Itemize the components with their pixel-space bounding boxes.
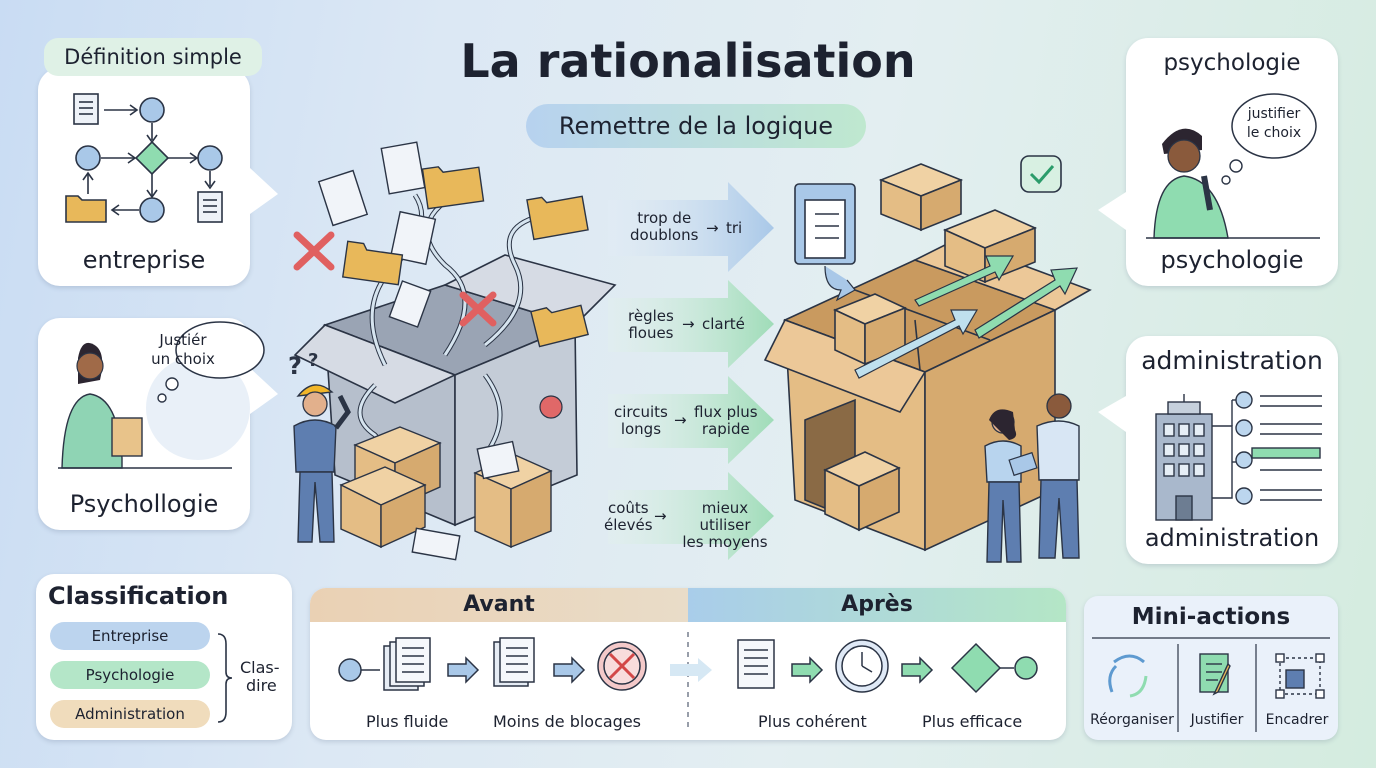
process-flow-diagram xyxy=(65,93,278,223)
definition-card: entreprise xyxy=(38,68,278,286)
svg-text:?: ? xyxy=(288,352,302,380)
thought-bubble xyxy=(175,321,265,379)
document-icon xyxy=(499,637,535,683)
arrow-symbol: → xyxy=(706,219,719,237)
psych-bubble-right-line1: justifier xyxy=(1247,106,1301,122)
team-workers-illustration xyxy=(984,393,1080,563)
transformation-arrows xyxy=(608,182,774,560)
psych-bubble-left-line1: Justiér xyxy=(159,331,207,349)
red-cross-icon xyxy=(293,231,497,327)
psych-bubble-right-line2: le choix xyxy=(1246,125,1302,141)
flying-document-2 xyxy=(380,141,426,195)
fallen-paper-icon xyxy=(411,527,461,561)
man-thinking-illustration xyxy=(1098,93,1320,239)
folder-icon xyxy=(65,195,107,223)
arrow-symbol: → xyxy=(682,315,695,333)
mini-action-justifier: Justifier xyxy=(1190,712,1244,728)
arrow-symbol: → xyxy=(674,411,687,429)
tablet-icon xyxy=(1008,451,1038,477)
timeline-label-1: Plus fluide xyxy=(366,712,449,731)
bracket-label-2: dire xyxy=(246,676,277,695)
class-pill-psychologie: Psychologie xyxy=(50,661,210,689)
classification-title: Classification xyxy=(48,582,229,610)
decision-diamond xyxy=(134,140,170,176)
svg-text:?: ? xyxy=(308,350,318,371)
timeline-label-2: Moins de blocages xyxy=(493,712,642,731)
mini-actions-icons xyxy=(1092,637,1330,732)
definition-label: entreprise xyxy=(82,246,206,274)
psych-bubble-left-line2: un choix xyxy=(151,350,215,368)
psych-card-right: psychologie justifier le choix psycholog… xyxy=(1098,38,1338,286)
justify-icon xyxy=(1199,653,1231,696)
administration-card: administration administration xyxy=(1098,336,1338,564)
psych-label-right: psychologie xyxy=(1160,246,1304,274)
diamond-icon xyxy=(950,642,1002,694)
clipboard-icon xyxy=(111,417,143,457)
node-circle xyxy=(139,97,165,123)
check-badge-icon xyxy=(1020,155,1062,193)
building-hierarchy-illustration xyxy=(1098,391,1322,521)
mini-action-reorganiser: Réorganiser xyxy=(1090,712,1174,728)
flying-folder-1 xyxy=(421,166,485,210)
before-header: Avant xyxy=(310,588,688,622)
chaotic-box-illustration xyxy=(293,141,617,549)
bracket-icon xyxy=(217,633,233,723)
document-icon-after xyxy=(737,639,775,689)
thought-bubble xyxy=(1231,93,1317,159)
definition-tag: Définition simple xyxy=(44,38,262,76)
timeline-label-4: Plus efficace xyxy=(922,712,1023,731)
before-after-card: Avant Après Plus fluide Moins de blocage… xyxy=(310,588,1066,740)
bracket-label-1: Clas- xyxy=(240,658,280,677)
classification-card: Classification Entreprise Psychologie Ad… xyxy=(36,574,292,740)
organized-box-illustration xyxy=(763,155,1092,552)
mini-actions-title: Mini-actions xyxy=(1131,604,1291,630)
after-header: Après xyxy=(688,588,1066,622)
flying-document-1 xyxy=(317,169,369,227)
class-pill-administration: Administration xyxy=(50,700,210,728)
psych-heading-right: psychologie xyxy=(1163,50,1301,76)
mini-action-encadrer: Encadrer xyxy=(1265,712,1329,728)
page-title: La rationalisation xyxy=(460,34,916,88)
administration-heading: administration xyxy=(1141,346,1323,375)
arrow-to: clarté xyxy=(702,315,745,333)
mini-actions-card: Mini-actions Réorganiser Justifier Encad… xyxy=(1084,596,1338,740)
arrow-symbol: → xyxy=(654,507,667,525)
timeline-icons xyxy=(338,632,1038,730)
woman-with-clipboard-illustration xyxy=(58,321,278,469)
timeline-label-3: Plus cohérent xyxy=(758,712,867,731)
hard-hat-icon xyxy=(296,384,334,397)
document-icon xyxy=(73,93,99,125)
reorganize-icon xyxy=(1108,654,1148,698)
psych-card-left: Justiér un choix Psychollogie xyxy=(38,318,278,530)
administration-label: administration xyxy=(1144,524,1320,552)
frame-icon xyxy=(1275,653,1325,699)
subtitle-pill: Remettre de la logique xyxy=(526,104,866,148)
flying-folder-2 xyxy=(526,195,589,241)
confused-worker-illustration: ? ? xyxy=(288,350,351,543)
psych-label-left: Psychollogie xyxy=(69,490,219,518)
class-pill-entreprise: Entreprise xyxy=(50,622,210,650)
document-icon-2 xyxy=(197,191,223,223)
arrow-to: tri xyxy=(726,219,743,237)
